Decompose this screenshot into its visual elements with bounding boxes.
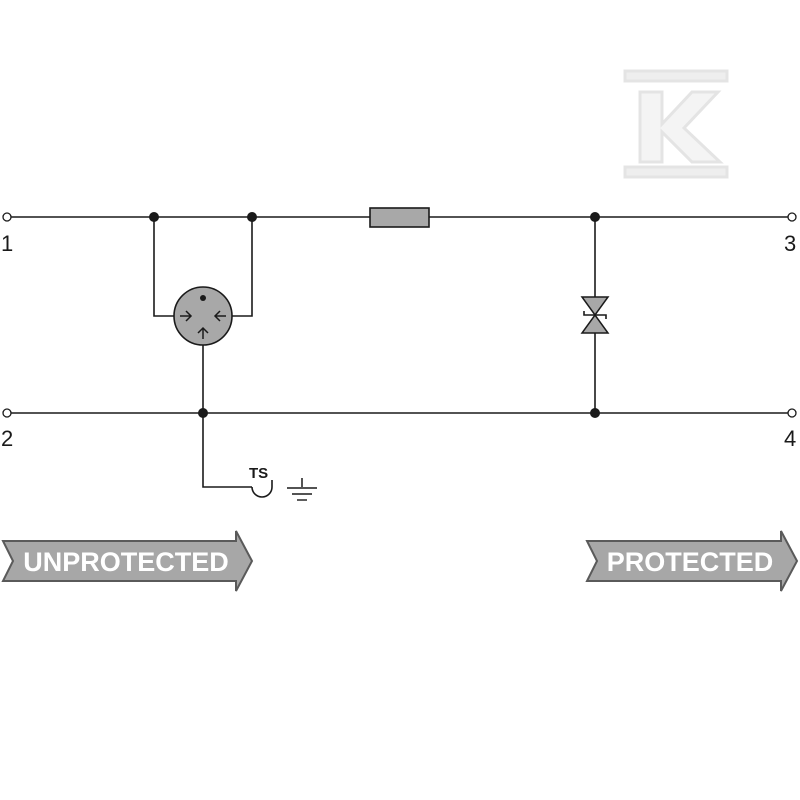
junction-node xyxy=(247,212,257,222)
k-logo-watermark xyxy=(623,69,729,179)
gdt-right-lead xyxy=(226,217,253,317)
terminal-label-2: 2 xyxy=(1,426,13,451)
junction-node xyxy=(590,408,600,418)
junction-node xyxy=(149,212,159,222)
junction-node xyxy=(590,212,600,222)
thermal-switch xyxy=(251,480,273,498)
terminal-label-4: 4 xyxy=(784,426,796,451)
terminal-4 xyxy=(787,408,797,418)
unprotected-arrow: UNPROTECTED xyxy=(1,530,254,592)
resistor xyxy=(369,207,430,228)
terminal-2 xyxy=(2,408,12,418)
gdt-left-lead xyxy=(153,217,180,317)
ground-icon xyxy=(287,478,317,501)
protected-label: PROTECTED xyxy=(607,547,774,577)
terminal-1 xyxy=(2,212,12,222)
gas-discharge-tube xyxy=(173,286,233,346)
tvs-diode xyxy=(580,296,610,334)
ts-label: TS xyxy=(249,465,268,482)
junction-node xyxy=(198,408,208,418)
terminal-3 xyxy=(787,212,797,222)
ts-lead xyxy=(202,413,252,488)
terminal-label-1: 1 xyxy=(1,231,13,256)
protected-arrow: PROTECTED xyxy=(585,530,799,592)
terminal-label-3: 3 xyxy=(784,231,796,256)
unprotected-label: UNPROTECTED xyxy=(23,547,229,577)
